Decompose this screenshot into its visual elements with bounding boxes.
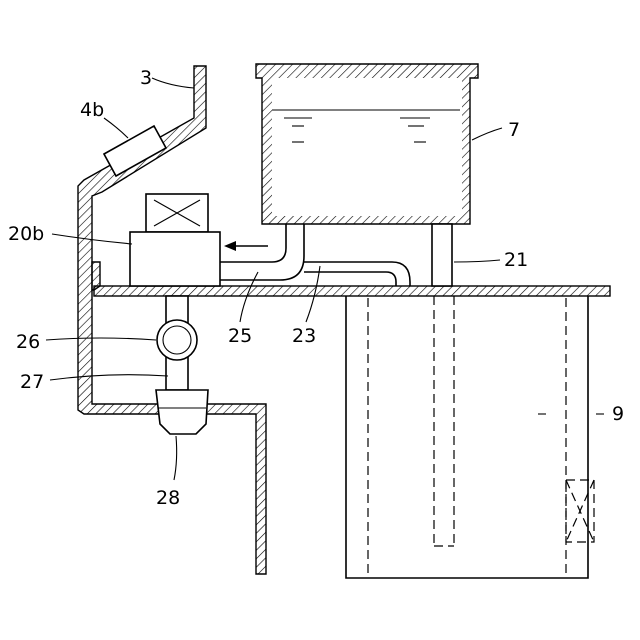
label-27: 27	[20, 371, 44, 393]
base-plate	[94, 286, 610, 296]
valve-20b	[130, 194, 220, 286]
label-9: 9	[612, 403, 624, 425]
label-21: 21	[504, 249, 528, 271]
container-9	[346, 296, 594, 578]
label-3: 3	[140, 67, 152, 89]
label-28: 28	[156, 487, 180, 509]
pipe-23	[304, 262, 410, 286]
inner-lip	[92, 262, 100, 290]
label-7: 7	[508, 119, 520, 141]
pipe-21	[432, 224, 452, 286]
circle-26	[157, 320, 197, 360]
label-20b: 20b	[8, 223, 44, 245]
label-23: 23	[292, 325, 316, 347]
label-26: 26	[16, 331, 40, 353]
tank-7	[256, 64, 478, 224]
pipe-25	[220, 224, 304, 280]
label-25: 25	[228, 325, 252, 347]
label-4b: 4b	[80, 99, 104, 121]
nozzle-28	[156, 390, 208, 434]
flow-arrow	[224, 241, 268, 251]
